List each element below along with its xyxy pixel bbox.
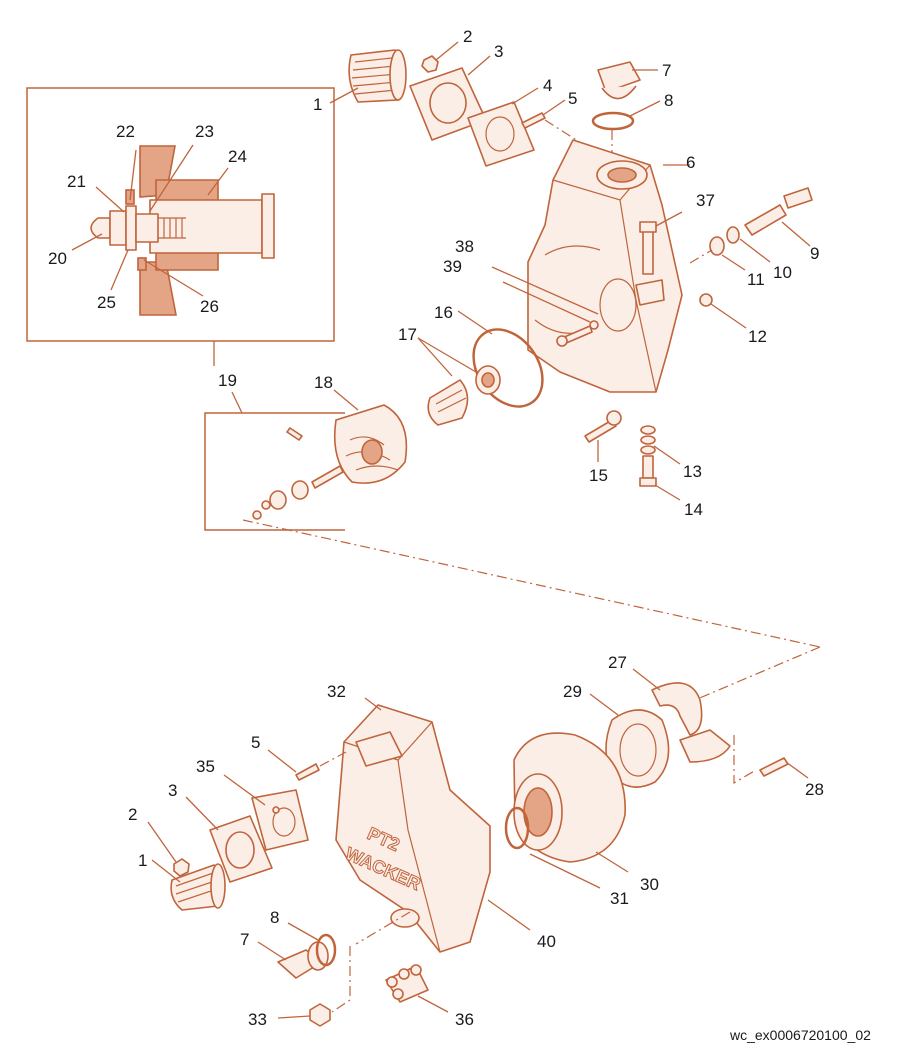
wear-plate-27 xyxy=(632,668,731,763)
callout-23: 23 xyxy=(195,122,214,141)
bolt-28 xyxy=(733,735,809,785)
callout-10: 10 xyxy=(773,263,792,282)
callout-32: 32 xyxy=(327,682,346,701)
suction-fitting-lower xyxy=(151,859,226,911)
callout-4: 4 xyxy=(543,76,552,95)
callout-3-upper: 3 xyxy=(494,42,503,61)
callout-17: 17 xyxy=(398,325,417,344)
screw-37 xyxy=(639,211,683,275)
callout-24: 24 xyxy=(228,147,247,166)
stud-upper xyxy=(521,99,566,129)
callout-9: 9 xyxy=(810,244,819,263)
callout-19: 19 xyxy=(218,371,237,390)
suction-fitting-upper xyxy=(329,49,407,104)
callout-8-upper: 8 xyxy=(664,91,673,110)
pump-housing-lower: PT2 WACKER xyxy=(335,697,531,953)
gasket-lower-35 xyxy=(223,774,309,851)
callout-16: 16 xyxy=(434,303,453,322)
o-ring-31 xyxy=(504,806,601,889)
nut-upper xyxy=(421,41,459,73)
adapter-36 xyxy=(385,964,449,1013)
callout-31: 31 xyxy=(610,889,629,908)
callout-2-upper: 2 xyxy=(463,27,472,46)
callout-39: 39 xyxy=(443,257,462,276)
callout-29: 29 xyxy=(563,682,582,701)
callout-12: 12 xyxy=(748,327,767,346)
stud-lower xyxy=(267,749,347,781)
pump-housing-upper xyxy=(527,139,690,393)
callout-22: 22 xyxy=(116,122,135,141)
callout-25: 25 xyxy=(97,293,116,312)
callout-labels: 1 2 3 4 5 6 7 8 9 10 11 12 13 14 15 16 1… xyxy=(48,27,824,1029)
detail-inset xyxy=(26,87,335,342)
callout-8-lower: 8 xyxy=(270,908,279,927)
callout-14: 14 xyxy=(684,500,703,519)
flange-upper xyxy=(409,55,491,141)
callout-21: 21 xyxy=(67,172,86,191)
gasket-upper xyxy=(467,87,539,167)
impeller-hardware xyxy=(252,427,344,520)
callout-28: 28 xyxy=(805,780,824,799)
callout-1-lower: 1 xyxy=(138,851,147,870)
impeller-18 xyxy=(333,389,408,484)
fill-plug-upper xyxy=(597,61,658,100)
callout-35: 35 xyxy=(196,757,215,776)
callout-1-upper: 1 xyxy=(313,95,322,114)
callout-2-lower: 2 xyxy=(128,805,137,824)
reference-code: wc_ex0006720100_02 xyxy=(729,1027,871,1043)
callout-26: 26 xyxy=(200,297,219,316)
callout-30: 30 xyxy=(640,875,659,894)
o-ring-upper xyxy=(591,100,661,131)
callout-36: 36 xyxy=(455,1010,474,1029)
callout-5-upper: 5 xyxy=(568,89,577,108)
callout-40: 40 xyxy=(537,932,556,951)
drain-plug-12 xyxy=(699,293,747,329)
flange-lower xyxy=(185,796,273,883)
drain-plug-33 xyxy=(277,946,351,1027)
callout-13: 13 xyxy=(683,462,702,481)
callout-6: 6 xyxy=(686,153,695,172)
nut-lower xyxy=(147,821,190,877)
plug-sleeve-parts xyxy=(689,187,813,271)
callout-5-lower: 5 xyxy=(251,733,260,752)
callout-37: 37 xyxy=(696,191,715,210)
callout-20: 20 xyxy=(48,249,67,268)
callout-11: 11 xyxy=(747,270,765,289)
callout-3-lower: 3 xyxy=(168,781,177,800)
o-ring-lower xyxy=(287,922,337,967)
volute-30 xyxy=(513,732,629,873)
callout-18: 18 xyxy=(314,373,333,392)
callout-27: 27 xyxy=(608,653,627,672)
lower-fasteners xyxy=(584,410,681,501)
bolt-39 xyxy=(491,266,599,347)
callout-33: 33 xyxy=(248,1010,267,1029)
seal-assembly-17 xyxy=(417,337,501,426)
callout-7-upper: 7 xyxy=(662,61,671,80)
callout-38: 38 xyxy=(455,237,474,256)
callout-7-lower: 7 xyxy=(240,930,249,949)
callout-15: 15 xyxy=(589,466,608,485)
impeller-assembly-bracket xyxy=(204,341,345,531)
